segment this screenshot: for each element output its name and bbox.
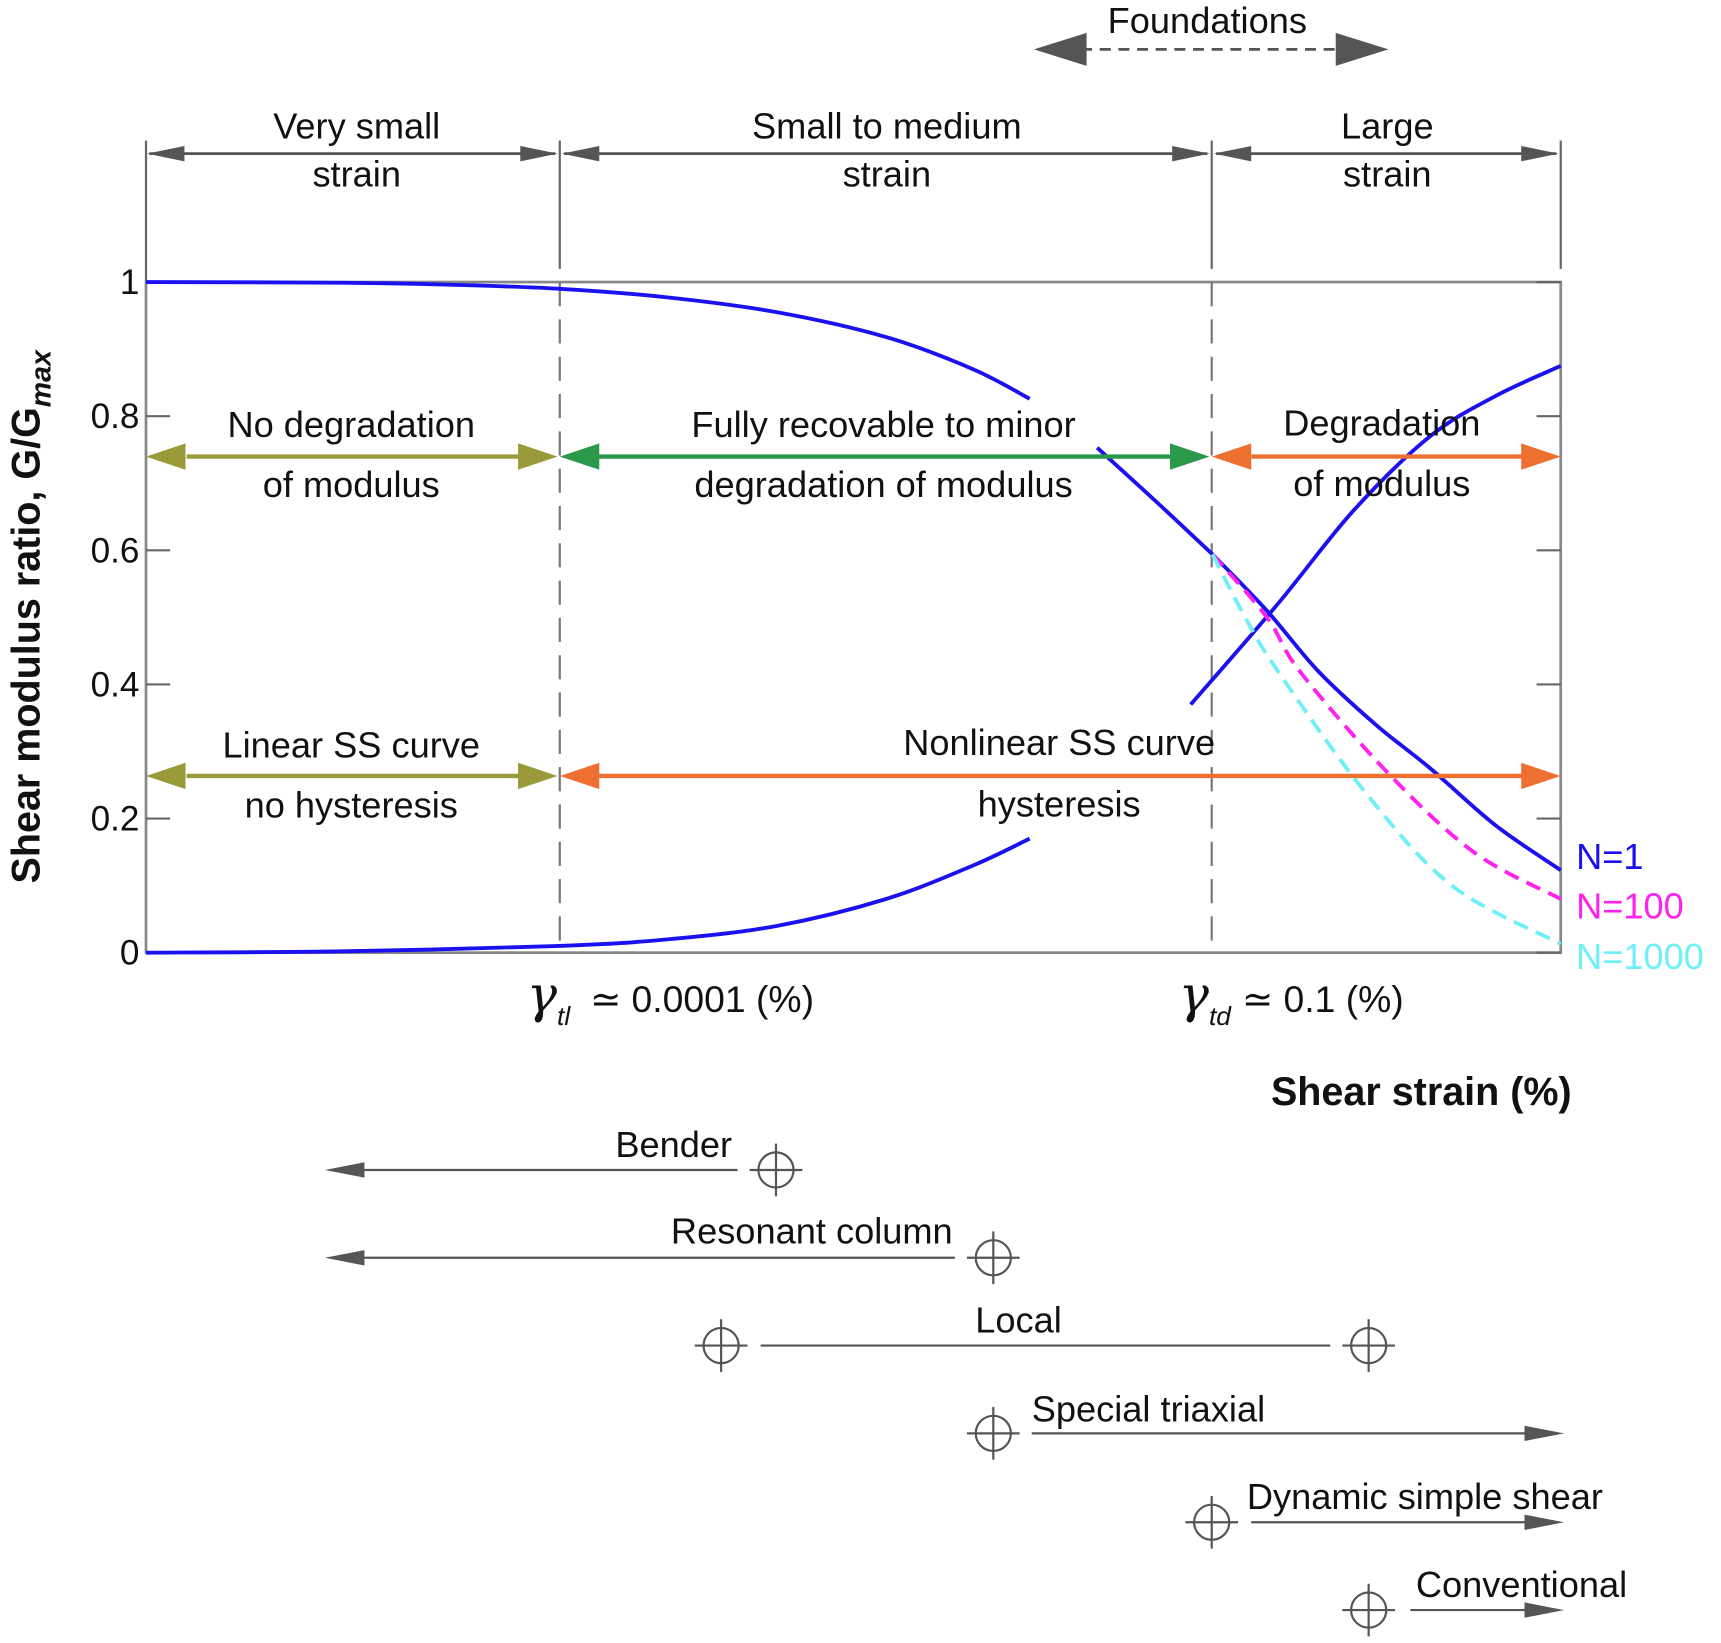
series-damping <box>145 836 1031 955</box>
zone-small-medium-2: strain <box>843 154 932 195</box>
zone-large: Large <box>1341 105 1434 146</box>
crosshair-icon <box>966 1407 1020 1460</box>
y-tick-label: 0.8 <box>91 397 140 436</box>
legend-n1000: N=1000 <box>1576 936 1704 977</box>
method-dynamic-simple-shear: Dynamic simple shear <box>1247 1476 1603 1517</box>
crosshair-icon <box>1342 1319 1395 1372</box>
series-n-100 <box>1211 553 1562 901</box>
method-special-triaxial: Special triaxial <box>1032 1388 1265 1429</box>
method-conventional: Conventional <box>1416 1564 1627 1605</box>
y-tick-label: 1 <box>120 263 140 302</box>
ann-degradation-2: of modulus <box>1293 463 1470 504</box>
crosshair-icon <box>694 1319 748 1372</box>
ann-no-degradation: No degradation <box>227 404 475 445</box>
series-n-1 <box>1211 552 1562 872</box>
threshold-tl-label: γtl≃ 0.0001 (%) <box>527 965 814 1031</box>
ann-fully-recov: Fully recovable to minor <box>691 404 1075 445</box>
ann-nonlinear-ss: Nonlinear SS curve <box>903 722 1215 763</box>
crosshair-icon <box>966 1231 1020 1285</box>
series-damping-cont <box>1189 364 1562 706</box>
x-axis-label: Shear strain (%) <box>1271 1070 1572 1114</box>
foundations-arrowhead-left <box>1033 32 1087 66</box>
y-axis-label: Shear modulus ratio, G/Gmax <box>5 349 58 883</box>
zone-very-small-2: strain <box>312 154 401 195</box>
ann-nonlinear-ss-2: hysteresis <box>978 784 1141 825</box>
crosshair-icon <box>1185 1495 1239 1549</box>
method-local: Local <box>975 1299 1062 1340</box>
zone-large-2: strain <box>1343 154 1432 195</box>
legend-n1: N=1 <box>1576 836 1643 877</box>
method-bender: Bender <box>615 1124 732 1165</box>
threshold-td-label: γtd≃ 0.1 (%) <box>1179 965 1404 1031</box>
method-resonant-column: Resonant column <box>671 1210 953 1251</box>
degradation-arrows <box>186 454 1524 779</box>
series-n-1000 <box>1210 553 1562 946</box>
legend-n100: N=100 <box>1576 886 1684 927</box>
crosshair-icon <box>1342 1583 1395 1637</box>
plot-frame <box>144 280 1563 955</box>
y-tick-label: 0.4 <box>91 665 140 704</box>
foundations-label: Foundations <box>1108 0 1307 41</box>
y-tick-label: 0.6 <box>91 531 140 570</box>
y-tick-label: 0 <box>120 934 140 973</box>
crosshair-icon <box>749 1143 803 1197</box>
series-g-gmax-cont <box>1095 446 1214 556</box>
ann-no-degradation-2: of modulus <box>263 464 440 505</box>
ann-fully-recov-2: degradation of modulus <box>694 464 1072 505</box>
degradation-arrowheads <box>146 443 1561 790</box>
ann-linear-ss: Linear SS curve <box>222 724 480 765</box>
series-g-gmax <box>146 280 1031 401</box>
zone-small-medium: Small to medium <box>752 105 1022 146</box>
ann-degradation: Degradation <box>1283 403 1480 444</box>
foundations-arrowhead-right <box>1335 32 1389 66</box>
zone-very-small: Very small <box>273 105 440 146</box>
ann-linear-ss-2: no hysteresis <box>245 785 458 826</box>
y-tick-label: 0.2 <box>91 800 140 839</box>
